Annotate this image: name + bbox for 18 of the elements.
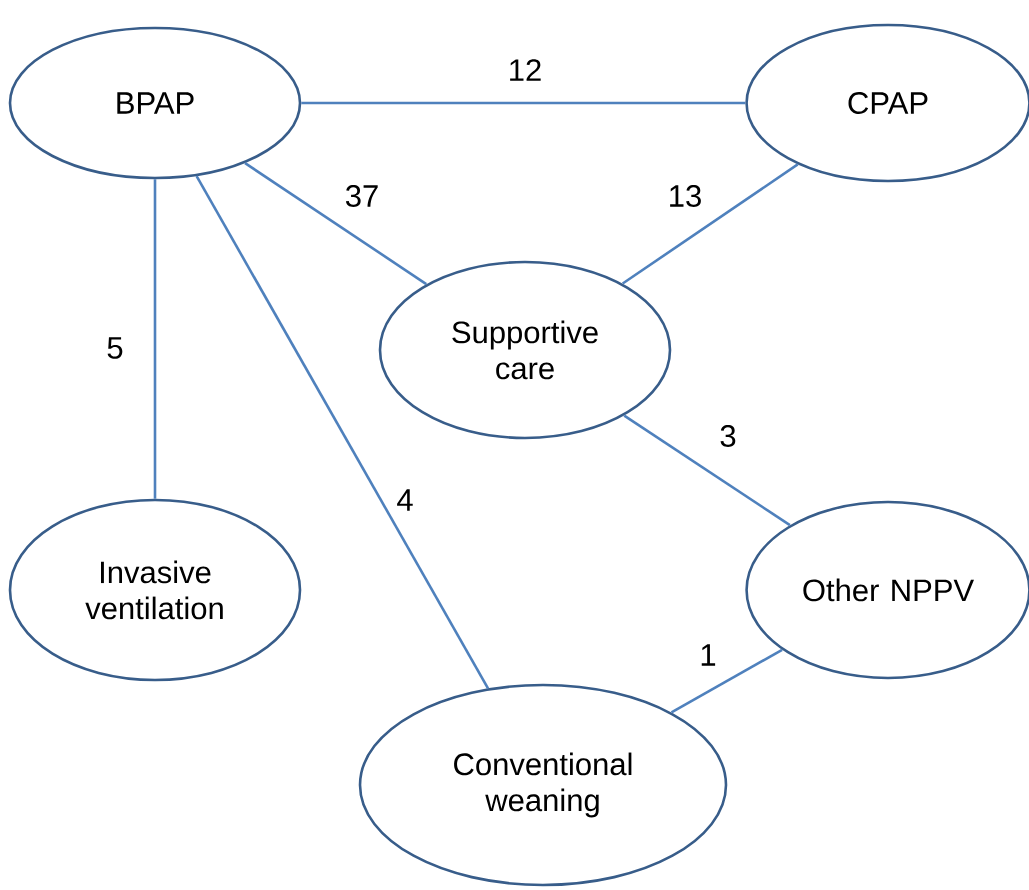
edge-label: 12 <box>510 59 541 81</box>
ellipse-node: Supportive care <box>378 260 672 440</box>
connector-line <box>670 648 783 714</box>
connector-line <box>301 101 746 105</box>
edge-label: 3 <box>720 425 736 447</box>
connector-line <box>244 162 427 286</box>
ellipse-node: Invasive ventilation <box>8 498 302 682</box>
connector-line <box>621 163 799 285</box>
edge-label: 13 <box>670 185 701 207</box>
connector-line <box>623 414 791 527</box>
edge-label: 37 <box>345 185 378 207</box>
edge-label: 4 <box>397 489 413 511</box>
ellipse-node: BPAP <box>8 26 302 180</box>
edge-label: 1 <box>701 644 716 666</box>
ellipse-node: Conventional weaning <box>358 683 728 887</box>
edge-label: 5 <box>107 337 123 359</box>
connector-line <box>195 175 490 689</box>
connector-line <box>153 179 157 499</box>
